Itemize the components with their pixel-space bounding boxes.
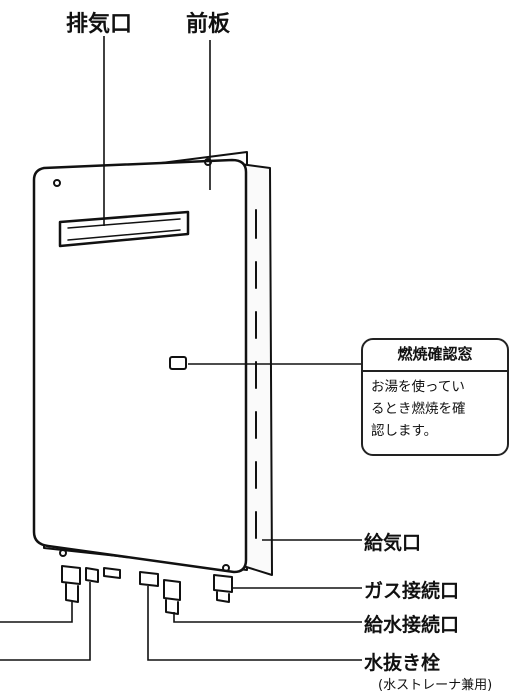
drain-plug-label: 水抜き栓 bbox=[364, 652, 441, 674]
combustion-window-callout: 燃焼確認窓 お湯を使ってい るとき燃焼を確 認します。 bbox=[361, 338, 509, 456]
water-supply-label: 給水接続口 bbox=[364, 614, 460, 636]
leader-lines bbox=[0, 36, 362, 661]
exhaust-label: 排気口 bbox=[66, 12, 133, 37]
callout-line: お湯を使ってい bbox=[371, 379, 465, 395]
drain-leader bbox=[147, 586, 362, 661]
callout-body: お湯を使ってい るとき燃焼を確 認します。 bbox=[371, 376, 507, 442]
front-cover bbox=[32, 158, 248, 574]
front-plate-label: 前板 bbox=[186, 12, 231, 37]
callout-divider bbox=[363, 370, 507, 372]
screw bbox=[222, 564, 230, 572]
water-supply-fitting bbox=[163, 579, 181, 601]
screw bbox=[204, 158, 212, 166]
bottom-pipe bbox=[103, 567, 121, 579]
screw bbox=[53, 179, 61, 187]
screw bbox=[59, 549, 67, 557]
left-leader-2 bbox=[0, 582, 91, 661]
drain-plug-fitting bbox=[139, 571, 159, 587]
intake-label: 給気口 bbox=[364, 532, 422, 554]
callout-line: るとき燃焼を確 bbox=[371, 401, 466, 417]
callout-line: 認します。 bbox=[371, 423, 438, 439]
drain-plug-note: (水ストレーナ兼用) bbox=[378, 678, 493, 693]
water-supply-leader bbox=[173, 612, 362, 623]
left-leader-1 bbox=[0, 602, 73, 623]
combustion-window bbox=[169, 356, 187, 370]
hot-water-outlet bbox=[61, 565, 81, 585]
gas-connection-label: ガス接続口 bbox=[364, 580, 460, 602]
reheat-fitting bbox=[85, 567, 99, 583]
callout-title: 燃焼確認窓 bbox=[397, 345, 473, 363]
gas-fitting bbox=[213, 574, 233, 593]
